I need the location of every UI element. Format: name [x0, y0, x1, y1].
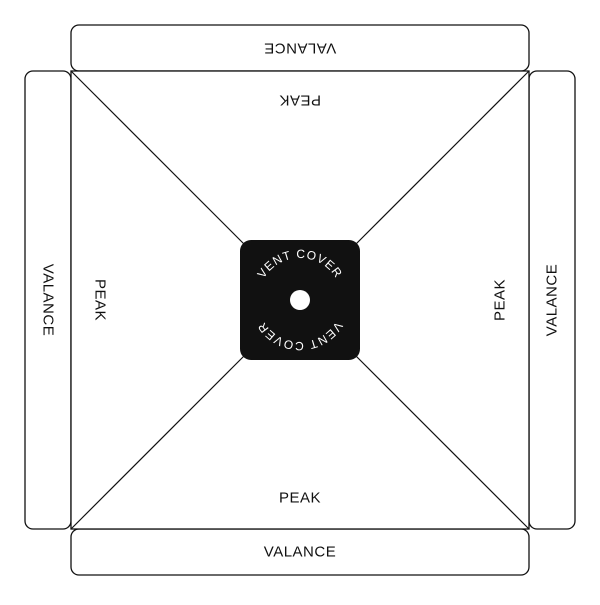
peak-label-right: PEAK	[492, 279, 509, 321]
valance-label-bottom: VALANCE	[264, 544, 336, 561]
valance-label-top: VALANCE	[264, 40, 336, 57]
peak-label-top: PEAK	[279, 92, 321, 109]
vent-hole	[290, 290, 310, 310]
valance-label-left: VALANCE	[40, 264, 57, 336]
peak-label-left: PEAK	[92, 279, 109, 321]
peak-label-bottom: PEAK	[279, 490, 321, 507]
seam-top-right	[354, 70, 530, 246]
seam-bottom-left	[70, 354, 246, 530]
valance-label-right: VALANCE	[544, 264, 561, 336]
seam-top-left	[70, 70, 246, 246]
seam-bottom-right	[354, 354, 530, 530]
